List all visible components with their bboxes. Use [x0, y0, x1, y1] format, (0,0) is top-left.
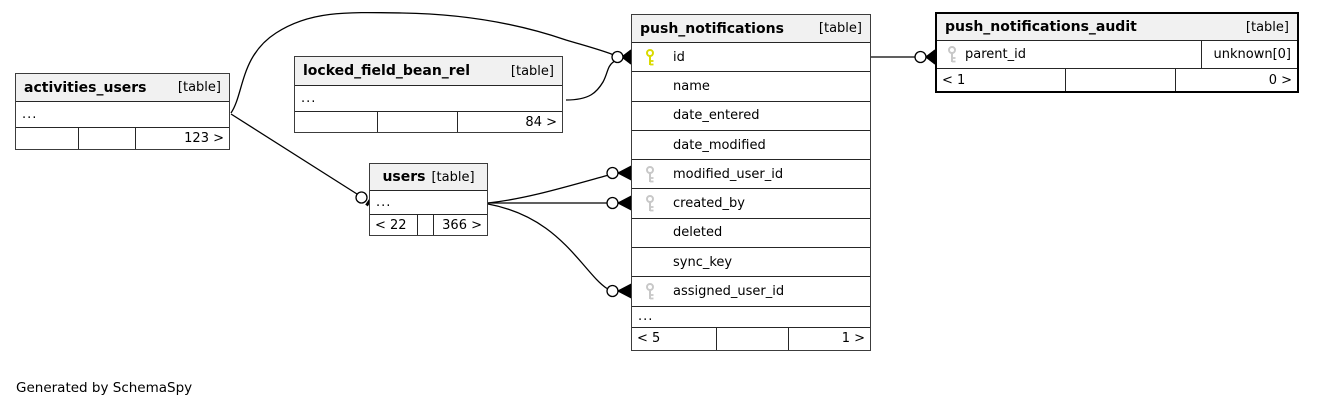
column-name: parent_id: [965, 47, 1026, 62]
column-row-sync-key: sync_key: [632, 247, 870, 276]
table-title: users: [382, 169, 426, 185]
column-row-parent-id: parent_id unknown[0]: [937, 40, 1297, 68]
column-row-date-modified: date_modified: [632, 129, 870, 159]
column-name: deleted: [673, 225, 723, 241]
degree-cell-left: [16, 128, 78, 149]
table-footer: 123 >: [16, 127, 229, 149]
column-row-id: id: [632, 42, 870, 71]
ellipsis-text: ...: [22, 107, 38, 122]
degree-cell-mid: [1065, 69, 1175, 91]
degree-cell-left: < 1: [942, 72, 966, 88]
degree-cell-right: 366 >: [433, 215, 487, 235]
table-push-notifications-audit: push_notifications_audit [table] parent_…: [935, 12, 1299, 93]
degree-cell-mid: [417, 215, 433, 235]
edge-users-to-modified-user-id: [487, 174, 608, 204]
table-users: users [table] ... < 22 366 >: [369, 163, 488, 236]
table-tag: [table]: [1245, 19, 1289, 35]
table-tag: [table]: [818, 21, 862, 36]
degree-cell-right: 84 >: [457, 112, 562, 132]
column-name: date_modified: [673, 137, 766, 153]
table-footer: < 5 1 >: [632, 326, 870, 350]
degree-cell-mid: [377, 112, 457, 132]
generator-credit: Generated by SchemaSpy: [16, 380, 193, 396]
table-header-activities-users[interactable]: activities_users [table]: [16, 74, 229, 101]
table-title: push_notifications_audit: [945, 19, 1137, 35]
ellipsis-text: ...: [376, 195, 392, 210]
table-title: push_notifications: [640, 20, 784, 37]
column-name: assigned_user_id: [673, 284, 785, 300]
foreign-key-icon: [645, 283, 655, 300]
table-tag: [table]: [510, 63, 554, 79]
elided-columns-row: ...: [16, 101, 229, 127]
column-name: created_by: [673, 196, 745, 212]
foreign-key-icon: [645, 195, 655, 212]
column-row-assigned-user-id: assigned_user_id: [632, 276, 870, 305]
degree-cell-mid: [716, 327, 788, 350]
elided-columns-row: ...: [632, 305, 870, 327]
table-tag: [table]: [431, 169, 475, 185]
table-footer: < 22 366 >: [370, 214, 487, 235]
column-row-date-entered: date_entered: [632, 100, 870, 130]
table-header-locked-field-bean-rel[interactable]: locked_field_bean_rel [table]: [295, 57, 562, 85]
ellipsis-text: ...: [301, 91, 317, 106]
elided-columns-row: ...: [295, 85, 562, 111]
column-name: sync_key: [673, 254, 733, 270]
column-type: unknown[0]: [1201, 41, 1297, 68]
degree-cell-mid: [78, 128, 135, 149]
degree-cell-left: < 22: [375, 217, 407, 233]
degree-cell-right: 123 >: [135, 128, 229, 149]
elided-columns-row: ...: [370, 190, 487, 214]
column-name: date_entered: [673, 108, 760, 124]
column-row-name: name: [632, 71, 870, 100]
table-header-push-notifications[interactable]: push_notifications [table]: [632, 15, 870, 42]
degree-cell-right: 1 >: [788, 327, 870, 350]
column-name: id: [673, 49, 685, 65]
table-header-users[interactable]: users [table]: [370, 164, 487, 190]
column-row-deleted: deleted: [632, 217, 870, 247]
primary-key-icon: [645, 48, 655, 66]
edge-users-to-assigned-user-id: [487, 203, 608, 290]
table-activities-users: activities_users [table] ... 123 >: [15, 73, 230, 150]
table-title: activities_users: [24, 79, 147, 96]
column-name: modified_user_id: [673, 166, 784, 182]
table-header-push-notifications-audit[interactable]: push_notifications_audit [table]: [937, 14, 1297, 40]
degree-cell-left: [295, 112, 377, 132]
table-footer: < 1 0 >: [937, 68, 1297, 91]
column-row-modified-user-id: modified_user_id: [632, 159, 870, 188]
foreign-key-icon: [947, 46, 957, 63]
degree-cell-right: 0 >: [1175, 69, 1297, 91]
edge-locked-to-push-id: [565, 60, 615, 101]
degree-cell-left: < 5: [637, 331, 661, 347]
table-locked-field-bean-rel: locked_field_bean_rel [table] ... 84 >: [294, 56, 563, 133]
table-push-notifications: push_notifications [table] id name date_…: [631, 14, 871, 351]
table-title: locked_field_bean_rel: [303, 63, 470, 79]
table-footer: 84 >: [295, 111, 562, 132]
foreign-key-icon: [645, 165, 655, 183]
column-name: name: [673, 78, 710, 94]
column-row-created-by: created_by: [632, 188, 870, 217]
ellipsis-text: ...: [638, 309, 654, 325]
table-tag: [table]: [177, 80, 221, 95]
